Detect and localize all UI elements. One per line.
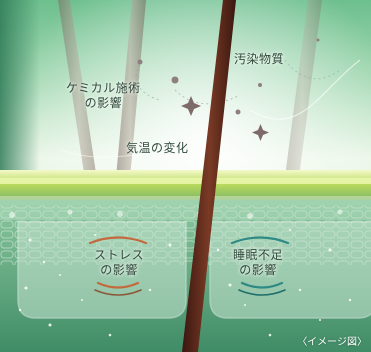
label-temperature-change: 気温の変化: [126, 141, 189, 155]
label-chemical-line1: ケミカル施術: [66, 81, 141, 95]
label-stress: ストレス の影響: [94, 248, 144, 278]
label-sleep-line1: 睡眠不足: [233, 248, 284, 262]
label-stress-line2: の影響: [100, 263, 138, 277]
label-sleep-line2: の影響: [239, 263, 277, 277]
label-stress-line1: ストレス: [94, 248, 145, 262]
label-pollutants: 汚染物質: [234, 52, 285, 66]
label-chemical-treatment: ケミカル施術 の影響: [66, 81, 141, 111]
label-chemical-line2: の影響: [84, 96, 123, 110]
image-caption: 〈イメージ図〉: [297, 337, 367, 348]
label-sleep-deprivation: 睡眠不足 の影響: [233, 248, 283, 278]
